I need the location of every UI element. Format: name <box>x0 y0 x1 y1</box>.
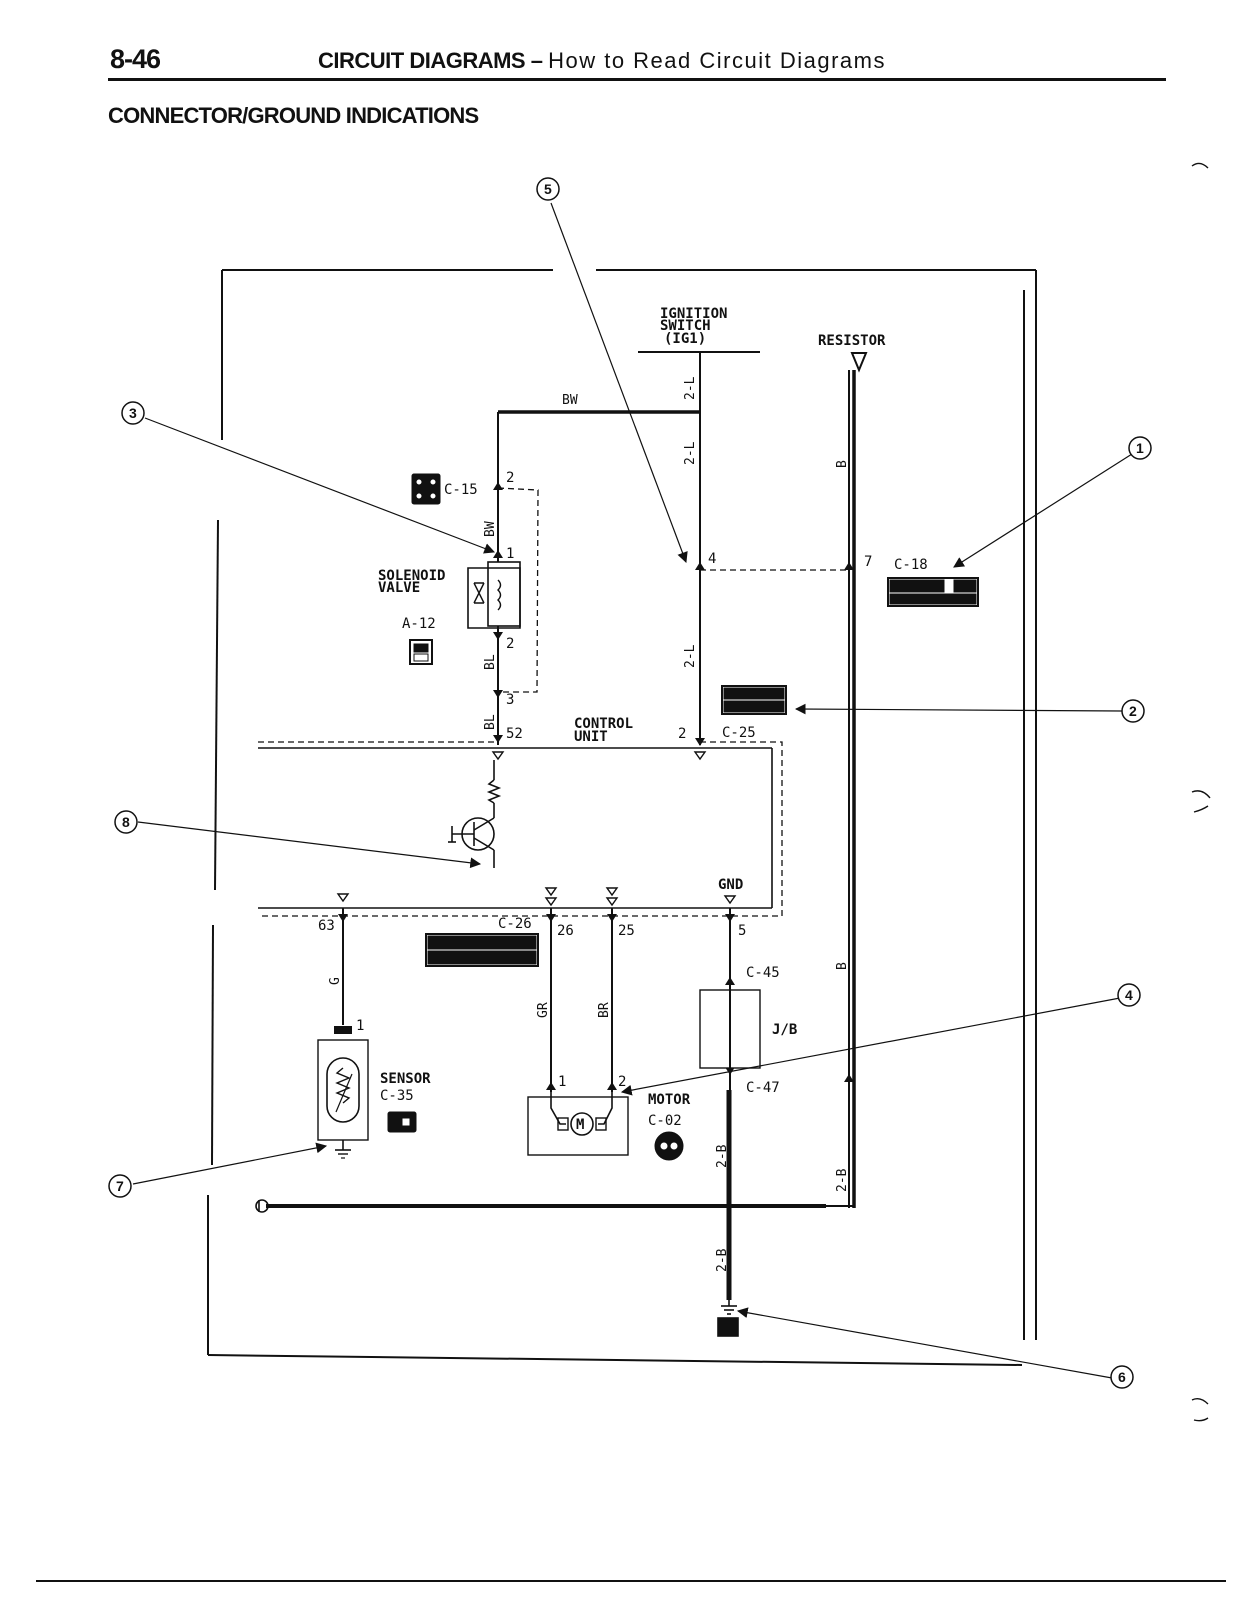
pin-motor-1: 1 <box>558 1074 566 1090</box>
junction-block: J/B <box>699 985 797 1072</box>
control-unit-label-1: CONTROL <box>574 716 633 732</box>
motor-m-symbol: M <box>576 1117 584 1133</box>
jb-label: J/B <box>772 1022 797 1038</box>
connector-labels: C-15 A-12 C-18 C-25 C-26 C-45 C-47 C-35 … <box>380 482 928 1129</box>
pin-25: 25 <box>618 923 635 939</box>
connector-a12: A-12 <box>402 616 436 632</box>
callout-3: 3 <box>129 405 137 421</box>
solenoid-label-1: SOLENOID <box>378 568 445 584</box>
pin-c15-2: 2 <box>506 470 514 486</box>
wire-2l-1: 2-L <box>683 376 698 400</box>
binding-marks <box>1191 162 1211 1422</box>
pin-4: 4 <box>708 551 716 567</box>
ground-symbols <box>255 1199 739 1337</box>
wire-bl-1: BL <box>483 654 498 670</box>
solenoid-label-2: VALVE <box>378 580 420 596</box>
callout-8: 8 <box>122 814 130 830</box>
wire-br: BR <box>597 1002 612 1018</box>
control-unit-label-2: UNIT <box>574 729 608 745</box>
diagram-frame <box>207 269 1037 1366</box>
pin-solenoid-2: 2 <box>506 636 514 652</box>
footer-rule <box>36 1580 1226 1582</box>
wire-labels: BW BW BL BL 2-L 2-L 2-L B B 2-B 2-B 2-B … <box>328 376 850 1272</box>
callout-6: 6 <box>1118 1369 1126 1385</box>
motor-label: MOTOR <box>648 1092 691 1108</box>
page-number: 8-46 <box>110 44 161 74</box>
ignition-switch: IGNITION SWITCH (IG1) <box>638 306 760 353</box>
pin-sensor-1: 1 <box>356 1018 364 1034</box>
pin-marks <box>338 482 854 1090</box>
sensor-label: SENSOR <box>380 1071 431 1087</box>
connector-c02: C-02 <box>648 1113 682 1129</box>
callout-leaders <box>132 202 1133 1379</box>
callout-4: 4 <box>1125 987 1133 1003</box>
callout-2: 2 <box>1129 703 1137 719</box>
wire-2l-2: 2-L <box>683 441 698 465</box>
pin-26: 26 <box>557 923 574 939</box>
connector-c25: C-25 <box>722 725 756 741</box>
connector-c26: C-26 <box>498 916 532 932</box>
wire-gr: GR <box>536 1002 551 1018</box>
callout-1: 1 <box>1136 440 1144 456</box>
wire-bl-2: BL <box>483 714 498 730</box>
sensor: SENSOR <box>317 1026 431 1159</box>
pin-cu-2: 2 <box>678 726 686 742</box>
wire-bw: BW <box>483 521 498 537</box>
pin-3: 3 <box>506 692 514 708</box>
pin-5: 5 <box>738 923 746 939</box>
motor: M MOTOR <box>527 1090 691 1156</box>
pin-63: 63 <box>318 918 335 934</box>
resistor-label: RESISTOR <box>818 333 886 349</box>
pin-7: 7 <box>864 554 872 570</box>
ignition-label-1: IGNITION <box>660 306 727 322</box>
wire-g: G <box>328 977 343 985</box>
connector-c15: C-15 <box>444 482 478 498</box>
ignition-label-3: (IG1) <box>664 331 706 347</box>
resistor: RESISTOR <box>818 333 886 373</box>
chapter-title: CIRCUIT DIAGRAMS – How to Read Circuit D… <box>318 48 886 74</box>
wire-2b-3: 2-B <box>715 1248 730 1272</box>
connector-c45: C-45 <box>746 965 780 981</box>
pin-motor-2: 2 <box>618 1074 626 1090</box>
chapter-subtitle: How to Read Circuit Diagrams <box>548 48 886 73</box>
section-title: CONNECTOR/GROUND INDICATIONS <box>108 103 479 128</box>
wire-b-1: B <box>835 460 850 468</box>
callout-5: 5 <box>544 181 552 197</box>
wiring <box>258 352 856 1300</box>
connector-c35: C-35 <box>380 1088 414 1104</box>
gnd-label: GND <box>718 877 743 893</box>
pin-52: 52 <box>506 726 523 742</box>
dashed-links <box>258 487 849 917</box>
connector-c47: C-47 <box>746 1080 780 1096</box>
header-rule <box>108 78 1166 81</box>
chapter-name: CIRCUIT DIAGRAMS – <box>318 48 543 73</box>
page-header: 8-46 CIRCUIT DIAGRAMS – How to Read Circ… <box>0 0 1254 140</box>
solenoid-valve: SOLENOID VALVE <box>378 561 521 629</box>
connector-c18: C-18 <box>894 557 928 573</box>
wire-2b-1: 2-B <box>835 1168 850 1192</box>
pin-numbers: 2 1 2 3 52 2 4 7 63 26 25 5 1 1 2 <box>318 470 872 1090</box>
wire-2b-2: 2-B <box>715 1144 730 1168</box>
wire-bw-top: BW <box>562 393 578 408</box>
pin-solenoid-1: 1 <box>506 546 514 562</box>
callout-circles: 1 2 3 4 5 6 7 8 <box>108 177 1152 1389</box>
wire-b-2: B <box>835 962 850 970</box>
control-unit-terminals <box>336 751 737 907</box>
ignition-label-2: SWITCH <box>660 318 711 334</box>
connector-icons <box>387 473 979 1161</box>
control-unit: CONTROL UNIT GND <box>448 716 743 893</box>
callout-7: 7 <box>116 1178 124 1194</box>
wire-2l-3: 2-L <box>683 644 698 668</box>
